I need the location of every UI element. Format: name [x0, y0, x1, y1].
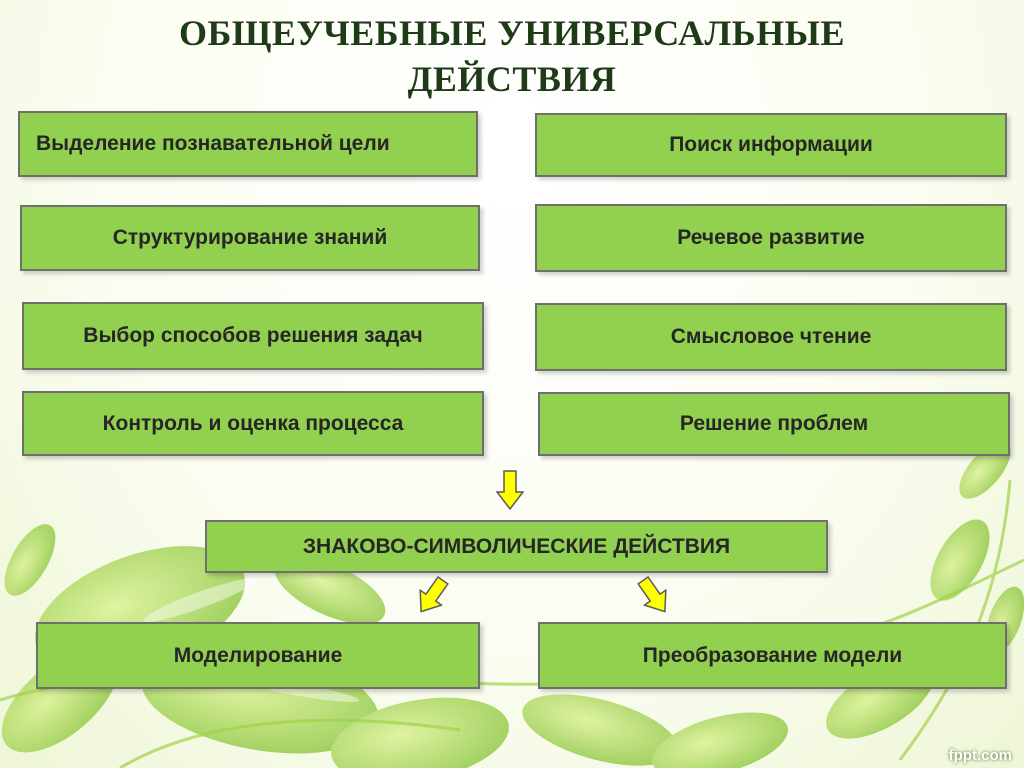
action-box-choose-methods: Выбор способов решения задач [22, 302, 484, 370]
title-line-2: ДЕЙСТВИЯ [408, 59, 617, 99]
action-box-speech-development: Речевое развитие [535, 204, 1007, 272]
action-box-semantic-reading: Смысловое чтение [535, 303, 1007, 371]
title-line-1: ОБЩЕУЧЕБНЫЕ УНИВЕРСАЛЬНЫЕ [179, 13, 845, 53]
sign-symbolic-actions-box: ЗНАКОВО-СИМВОЛИЧЕСКИЕ ДЕЙСТВИЯ [205, 520, 828, 573]
model-transformation-box: Преобразование модели [538, 622, 1007, 689]
action-box-process-control: Контроль и оценка процесса [22, 391, 484, 456]
action-box-information-search: Поиск информации [535, 113, 1007, 177]
action-box-cognitive-goal: Выделение познавательной цели [18, 111, 478, 177]
down-arrow-icon [496, 470, 524, 510]
slide-title: ОБЩЕУЧЕБНЫЕ УНИВЕРСАЛЬНЫЕ ДЕЙСТВИЯ [60, 10, 964, 102]
watermark-text: fppt.com [949, 747, 1012, 764]
modeling-box: Моделирование [36, 622, 480, 689]
action-box-problem-solving: Решение проблем [538, 392, 1010, 456]
action-box-knowledge-structuring: Структурирование знаний [20, 205, 480, 271]
